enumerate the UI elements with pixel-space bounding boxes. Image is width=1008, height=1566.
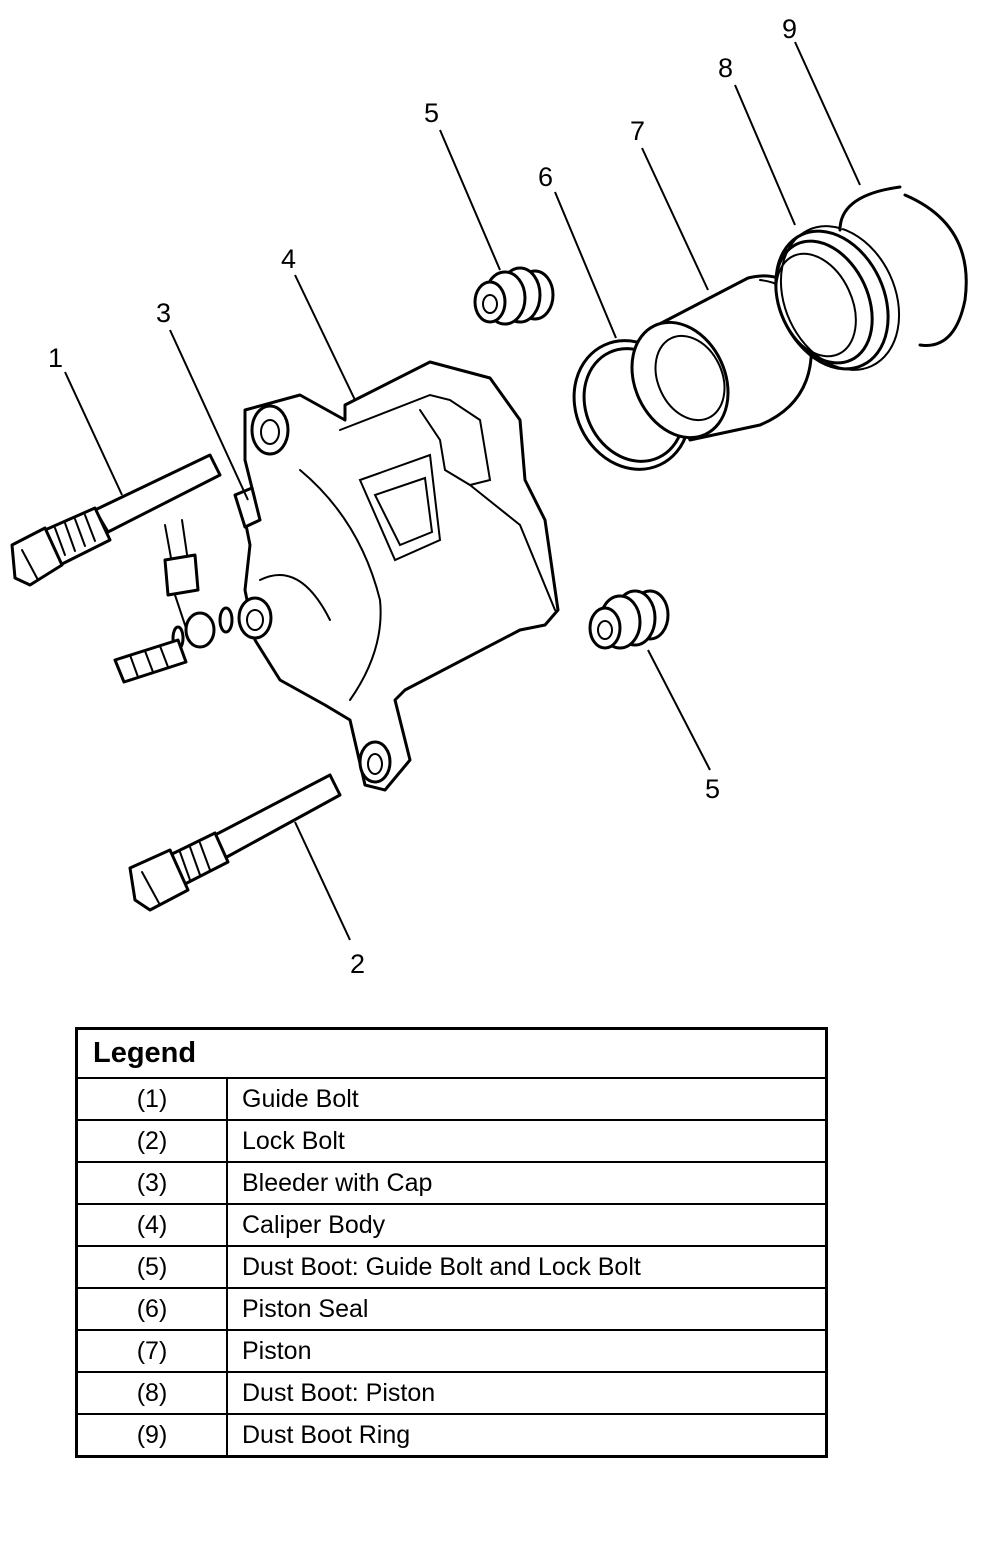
callout-1: 1 — [48, 343, 63, 373]
callout-9: 9 — [782, 14, 797, 44]
callout-5-upper: 5 — [424, 98, 439, 128]
legend-description: Dust Boot: Piston — [226, 1371, 828, 1415]
callout-3: 3 — [156, 298, 171, 328]
legend-description: Dust Boot: Guide Bolt and Lock Bolt — [226, 1245, 828, 1289]
legend-row: (9) Dust Boot Ring — [75, 1413, 828, 1458]
legend-row: (5) Dust Boot: Guide Bolt and Lock Bolt — [75, 1245, 828, 1289]
exploded-view-diagram: 1 2 3 4 5 5 6 7 8 9 — [10, 14, 968, 979]
callouts: 1 2 3 4 5 5 6 7 8 9 — [48, 14, 797, 979]
legend-description: Guide Bolt — [226, 1077, 828, 1121]
callout-6: 6 — [538, 162, 553, 192]
callout-4: 4 — [281, 244, 296, 274]
dust-boot-ring — [838, 185, 968, 347]
legend-header-row: Legend — [75, 1027, 828, 1079]
legend-row: (4) Caliper Body — [75, 1203, 828, 1247]
dust-boot-lower — [588, 589, 670, 650]
dust-boot-upper — [473, 266, 555, 326]
legend-table: Legend (1) Guide Bolt (2) Lock Bolt (3) … — [75, 1027, 828, 1458]
callout-8: 8 — [718, 53, 733, 83]
legend-description: Dust Boot Ring — [226, 1413, 828, 1458]
caliper-body — [237, 360, 560, 792]
bleeder-with-cap — [113, 486, 262, 684]
legend-title: Legend — [75, 1027, 828, 1079]
legend-number: (1) — [75, 1077, 228, 1121]
callout-5-lower: 5 — [705, 774, 720, 804]
leader-lines — [64, 41, 861, 941]
piston — [630, 274, 813, 442]
legend-number: (3) — [75, 1161, 228, 1205]
legend-description: Bleeder with Cap — [226, 1161, 828, 1205]
legend-row: (3) Bleeder with Cap — [75, 1161, 828, 1205]
lock-bolt — [128, 773, 342, 912]
legend-description: Piston Seal — [226, 1287, 828, 1331]
piston-dust-boot — [774, 225, 901, 371]
legend-number: (8) — [75, 1371, 228, 1415]
legend-row: (1) Guide Bolt — [75, 1077, 828, 1121]
legend-number: (4) — [75, 1203, 228, 1247]
legend-number: (7) — [75, 1329, 228, 1373]
legend-number: (6) — [75, 1287, 228, 1331]
legend-description: Piston — [226, 1329, 828, 1373]
callout-2: 2 — [350, 949, 365, 979]
legend-row: (6) Piston Seal — [75, 1287, 828, 1331]
legend-row: (8) Dust Boot: Piston — [75, 1371, 828, 1415]
callout-7: 7 — [630, 116, 645, 146]
legend-row: (2) Lock Bolt — [75, 1119, 828, 1163]
legend-row: (7) Piston — [75, 1329, 828, 1373]
legend-description: Lock Bolt — [226, 1119, 828, 1163]
legend-number: (2) — [75, 1119, 228, 1163]
legend-number: (9) — [75, 1413, 228, 1458]
legend-number: (5) — [75, 1245, 228, 1289]
guide-bolt — [10, 453, 222, 587]
legend-description: Caliper Body — [226, 1203, 828, 1247]
